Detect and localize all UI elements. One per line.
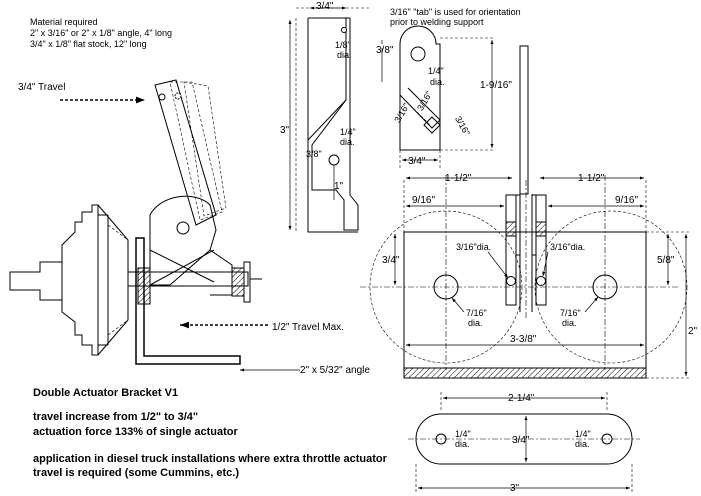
arm-top-hole: [341, 27, 347, 33]
arm-bottom-hole: [328, 154, 340, 166]
tab-view: 3/8" 1/4" dia. 1-9/16" 3/16" 3/16" 3/16"…: [376, 25, 529, 195]
description-line-2: actuation force 133% of single actuator: [33, 426, 238, 438]
link-length: 3": [510, 483, 520, 494]
tab-width: 3/4": [408, 156, 426, 167]
big-hole-right-sub: dia.: [562, 318, 577, 328]
angle-bracket: [135, 237, 241, 365]
material-note: Material required 2" x 3/16" or 2" x 1/8…: [30, 17, 172, 49]
span-right: 1-1/2": [578, 173, 605, 184]
material-line-2: 3/4" x 1/8" flat stock, 12" long: [30, 39, 147, 49]
hole-right-label: 3/16"dia.: [550, 242, 585, 252]
plate-view: 1-1/2" 1-1/2" 9/16" 9/16" 3/4" 5/8" 3/16…: [360, 173, 698, 379]
tab-height: 1-9/16": [480, 80, 512, 91]
link-hole-right-label: 1/4": [575, 429, 591, 439]
arm-height: 3": [280, 125, 290, 136]
assembly-view: 3/4" Travel 1/2" Travel Max. 2" x 5/32" …: [9, 79, 370, 376]
arm-offset: 3/8": [306, 149, 322, 159]
link-hole-right-sub: dia.: [575, 439, 590, 449]
link-hole-left-sub: dia.: [455, 439, 470, 449]
arm-outline: [308, 17, 359, 231]
arm-bottom-hole-label: 1/4": [340, 127, 356, 137]
link-center-span: 2-1/4": [508, 393, 535, 404]
tab-note-line-2: prior to welding support: [390, 17, 484, 27]
small-hole-left: [506, 276, 516, 286]
tab-outline: [399, 25, 441, 151]
big-hole-left-sub: dia.: [468, 318, 483, 328]
upright-left: [505, 194, 517, 306]
span-left: 1-1/2": [445, 173, 472, 184]
rod-bushing-right: [231, 267, 245, 297]
right-height: 5/8": [657, 255, 675, 266]
plate-width: 3-3/8": [510, 334, 537, 345]
rod-nut: [243, 261, 251, 303]
arm-bottom-offset: 1": [334, 181, 344, 192]
left-height: 3/4": [382, 255, 400, 266]
angle-label: 2" x 5/32" angle: [300, 365, 370, 376]
plate-hatched-edge: [403, 367, 647, 379]
tab-note-line-1: 3/16" "tab" is used for orientation: [390, 7, 521, 17]
actuator-body: [9, 204, 129, 356]
arm-top-hole-sub: dia.: [337, 50, 352, 60]
tab-hole-label: 1/4": [428, 66, 444, 76]
lever-hub: [149, 195, 217, 286]
material-line-1: 2" x 3/16" or 2" x 1/8" angle, 4" long: [30, 28, 172, 38]
link-height: 3/4": [512, 435, 530, 446]
small-span-left: 9/16": [412, 195, 435, 206]
hole-left-label: 3/16"dia.: [456, 242, 491, 252]
tab-note: 3/16" "tab" is used for orientation prio…: [390, 7, 521, 27]
plate-height: 2": [688, 326, 698, 337]
description-block: Double Actuator Bracket V1 travel increa…: [33, 387, 388, 479]
actuator-rod: [127, 271, 249, 287]
travel-top-label: 3/4" Travel: [18, 82, 65, 93]
arm-width: 3/4": [316, 1, 334, 12]
arm-view: 3/4" 3" 1/8" dia. 1/4" dia. 3/8" 1": [280, 1, 370, 233]
drawing-title: Double Actuator Bracket V1: [33, 387, 178, 399]
lever-arm-solid: [154, 79, 217, 226]
support-bar: [519, 45, 529, 195]
material-title: Material required: [30, 17, 98, 27]
travel-bottom-label: 1/2" Travel Max.: [272, 322, 344, 333]
link-view: 2-1/4" 1/4" dia. 1/4" dia. 3/4" 3": [408, 392, 640, 494]
link-outline: [415, 413, 633, 465]
small-span-right: 9/16": [615, 195, 638, 206]
lever-pivot-hole: [176, 221, 190, 235]
plate-body: [403, 231, 647, 369]
description-line-1: travel increase from 1/2" to 3/4": [33, 411, 198, 423]
tab-diag-2: 3/16": [415, 90, 434, 113]
big-hole-right-label: 7/16": [560, 308, 581, 318]
tab-hole: [410, 46, 426, 62]
description-line-4: travel is required (some Cummins, etc.): [33, 467, 239, 479]
arm-top-hole-label: 1/8": [335, 40, 351, 50]
tab-diag-1: 3/16": [392, 101, 411, 124]
tab-hole-sub: dia.: [430, 77, 445, 87]
arm-bottom-hole-sub: dia.: [340, 137, 355, 147]
tab-top-offset: 3/8": [376, 45, 394, 56]
small-hole-right: [536, 276, 546, 286]
tab-diag-3: 3/16": [453, 114, 472, 137]
big-hole-left-label: 7/16": [466, 308, 487, 318]
description-line-3: application in diesel truck installation…: [33, 453, 388, 465]
link-hole-left-label: 1/4": [455, 429, 471, 439]
